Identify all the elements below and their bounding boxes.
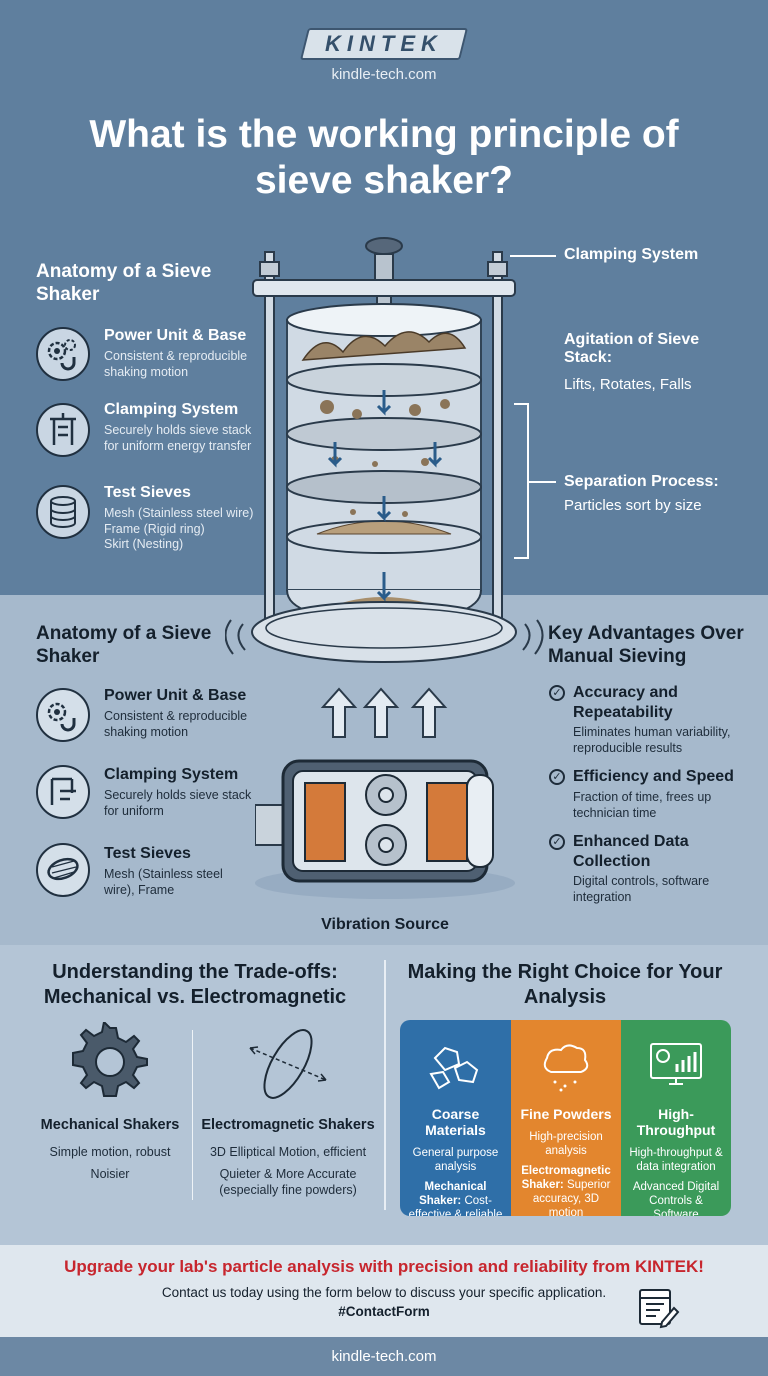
- callout-agitation-desc: Lifts, Rotates, Falls: [564, 376, 692, 393]
- mechanical-shakers-desc1: Simple motion, robust: [49, 1145, 171, 1159]
- anatomy-top-item-3-desc: Mesh (Stainless steel wire) Frame (Rigid…: [104, 506, 254, 551]
- anatomy-mid-item-3-desc: Mesh (Stainless steel wire), Frame: [104, 867, 223, 897]
- choice-card-1-desc: General purpose analysis: [412, 1147, 499, 1173]
- choice-card-1-rest: Cost-effective & reliable: [408, 1195, 503, 1216]
- callout-separation-desc: Particles sort by size: [564, 497, 702, 514]
- gear-magnet-icon: [36, 327, 90, 381]
- monitor-chart-icon: [650, 1043, 702, 1085]
- advantages-heading: Key Advantages Over Manual Sieving: [548, 623, 744, 667]
- choice-card-2-desc: High-precision analysis: [529, 1131, 603, 1157]
- anatomy-top-item-3-title: Test Sieves: [104, 484, 191, 501]
- callout-agitation-title: Agitation of Sieve Stack:: [564, 331, 700, 366]
- choice-card-throughput: High-Throughput High-throughput & data i…: [621, 1020, 731, 1216]
- advantage-3-title: Enhanced Data Collection: [573, 833, 689, 870]
- checkmark-icon: ✓: [549, 685, 565, 701]
- choice-card-3-desc: High-throughput & data integration: [629, 1147, 723, 1173]
- choice-card-coarse: Coarse Materials General purpose analysi…: [400, 1020, 511, 1216]
- advantage-1-title: Accuracy and Repeatability: [573, 684, 678, 721]
- powder-cloud-icon: [543, 1044, 589, 1092]
- sieve-stack-icon: [36, 485, 90, 539]
- elliptical-motion-icon: [249, 1029, 327, 1099]
- callout-lines: [510, 255, 556, 559]
- mechanical-shakers-desc2: Noisier: [90, 1167, 130, 1181]
- anatomy-top-item-1-desc: Consistent & reproducible shaking motion: [104, 349, 248, 379]
- site-url-top[interactable]: kindle-tech.com: [331, 66, 437, 83]
- vibration-source-label: Vibration Source: [321, 916, 449, 933]
- checkmark-icon: ✓: [549, 834, 565, 850]
- choice-card-1-title: Coarse Materials: [425, 1106, 486, 1138]
- sieve-icon: [36, 843, 90, 897]
- choice-card-2-bold: Electromagnetic Shaker:: [521, 1165, 611, 1191]
- site-url-bottom[interactable]: kindle-tech.com: [331, 1348, 437, 1365]
- section-divider: [384, 960, 386, 1210]
- clamp-icon: [36, 403, 90, 457]
- advantage-1-desc: Eliminates human variability, reproducib…: [573, 725, 731, 755]
- cta-title: Upgrade your lab's particle analysis wit…: [64, 1257, 704, 1276]
- tradeoffs-divider: [192, 1030, 193, 1200]
- choice-heading: Making the Right Choice for Your Analysi…: [407, 961, 723, 1008]
- gear-magnet-icon: [36, 688, 90, 742]
- callout-clamping: Clamping System: [564, 246, 699, 263]
- choice-card-2-title: Fine Powders: [520, 1106, 612, 1122]
- advantage-3-desc: Digital controls, software integration: [573, 874, 710, 904]
- advantage-2-desc: Fraction of time, frees up technician ti…: [573, 790, 712, 820]
- anatomy-heading-top: Anatomy of a Sieve Shaker: [36, 261, 212, 305]
- anatomy-heading-mid: Anatomy of a Sieve Shaker: [36, 623, 212, 667]
- form-edit-icon[interactable]: [636, 1286, 680, 1330]
- choice-card-1-bold: Mechanical Shaker:: [419, 1181, 487, 1207]
- anatomy-top-item-2-desc: Securely holds sieve stack for uniform e…: [104, 423, 252, 453]
- anatomy-mid-item-2-title: Clamping System: [104, 766, 239, 783]
- page-title: What is the working principle of sieve s…: [89, 113, 679, 202]
- anatomy-mid-item-1-desc: Consistent & reproducible shaking motion: [104, 709, 248, 739]
- anatomy-mid-item-2-desc: Securely holds sieve stack for uniform: [104, 788, 252, 818]
- anatomy-mid-item-1-title: Power Unit & Base: [104, 687, 247, 704]
- rocks-icon: [429, 1046, 479, 1090]
- checkmark-icon: ✓: [549, 769, 565, 785]
- callout-separation-title: Separation Process:: [564, 473, 719, 490]
- clamp-icon: [36, 765, 90, 819]
- cta-description: Contact us today using the form below to…: [161, 1285, 607, 1300]
- choice-card-2-rest: Superior accuracy, 3D motion: [532, 1179, 611, 1216]
- choice-card-3-rest: Advanced Digital Controls & Software: [632, 1181, 720, 1216]
- anatomy-top-item-2-title: Clamping System: [104, 401, 239, 418]
- contact-form-link[interactable]: #ContactForm: [338, 1304, 430, 1319]
- anatomy-mid-item-3-title: Test Sieves: [104, 845, 191, 862]
- vibration-motor-illustration: [255, 759, 515, 899]
- sieve-shaker-illustration: [225, 237, 544, 738]
- mechanical-shakers-title: Mechanical Shakers: [40, 1117, 180, 1133]
- anatomy-top-item-1-title: Power Unit & Base: [104, 327, 247, 344]
- electromagnetic-shakers-title: Electromagnetic Shakers: [201, 1117, 375, 1133]
- brand-logo-text: KINTEK: [325, 31, 443, 56]
- choice-card-3-title: High-Throughput: [636, 1106, 716, 1138]
- gear-icon: [72, 1022, 148, 1097]
- electromagnetic-shakers-desc2: Quieter & More Accurate (especially fine…: [219, 1167, 357, 1197]
- electromagnetic-shakers-desc1: 3D Elliptical Motion, efficient: [209, 1145, 367, 1159]
- choice-card-fine: Fine Powders High-precision analysis Ele…: [511, 1020, 621, 1216]
- footer-band: [0, 1337, 768, 1376]
- advantage-2-title: Efficiency and Speed: [573, 768, 734, 785]
- tradeoffs-heading: Understanding the Trade-offs: Mechanical…: [43, 961, 347, 1008]
- choice-cards: Coarse Materials General purpose analysi…: [400, 1020, 731, 1216]
